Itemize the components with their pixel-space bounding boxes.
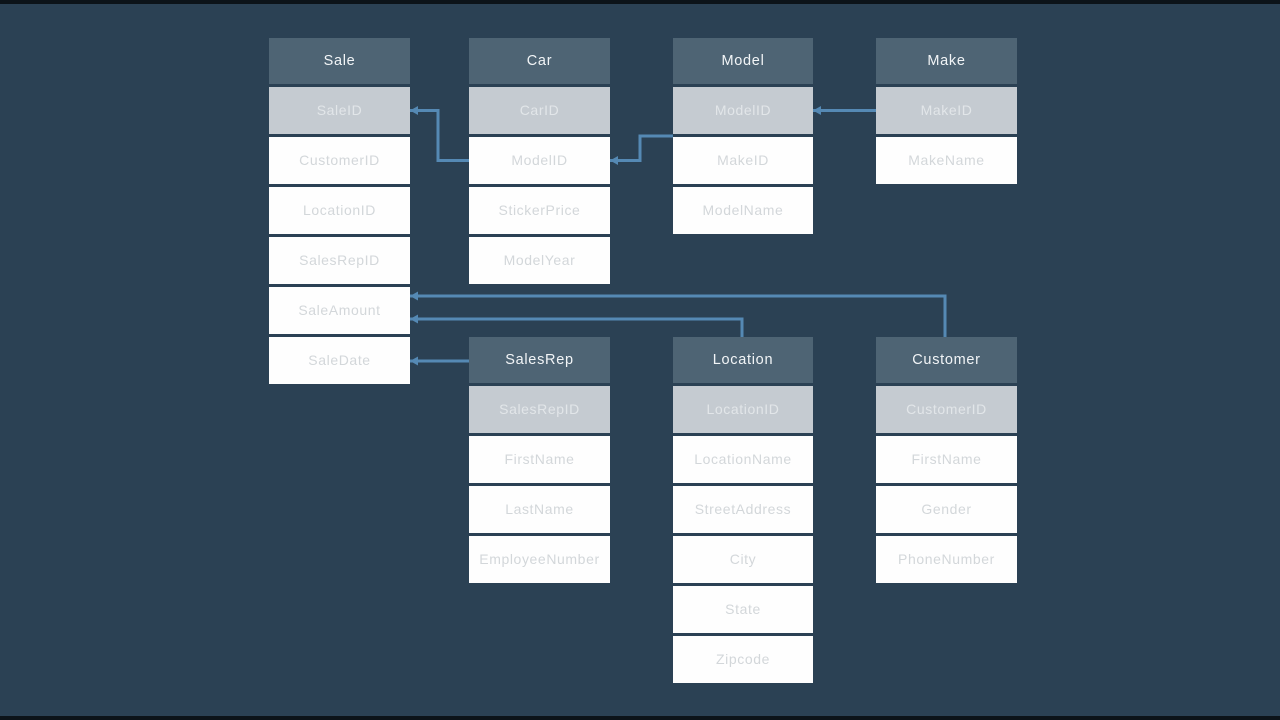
column-row-modelyear: ModelYear xyxy=(469,237,610,284)
column-row-locationname: LocationName xyxy=(673,436,813,483)
column-row-gender: Gender xyxy=(876,486,1017,533)
column-row-stickerprice: StickerPrice xyxy=(469,187,610,234)
table-title-make: Make xyxy=(876,38,1017,84)
pk-row-locationid: LocationID xyxy=(673,386,813,433)
arrowhead-icon xyxy=(410,314,418,324)
table-title-location: Location xyxy=(673,337,813,383)
column-row-zipcode: Zipcode xyxy=(673,636,813,683)
column-row-modelid: ModelID xyxy=(469,137,610,184)
arrowhead-icon xyxy=(410,356,418,366)
connector-car-modelid--model-modelid xyxy=(610,134,673,162)
table-title-customer: Customer xyxy=(876,337,1017,383)
table-title-sale: Sale xyxy=(269,38,410,84)
table-title-model: Model xyxy=(673,38,813,84)
column-row-phonenumber: PhoneNumber xyxy=(876,536,1017,583)
pk-row-modelid: ModelID xyxy=(673,87,813,134)
table-title-salesrep: SalesRep xyxy=(469,337,610,383)
column-row-customerid: CustomerID xyxy=(269,137,410,184)
column-row-firstname: FirstName xyxy=(469,436,610,483)
column-row-streetaddress: StreetAddress xyxy=(673,486,813,533)
column-row-locationid: LocationID xyxy=(269,187,410,234)
arrowhead-icon xyxy=(410,291,418,301)
arrowhead-icon xyxy=(410,106,418,115)
connector-sale-customerid--customer xyxy=(410,294,947,338)
column-row-city: City xyxy=(673,536,813,583)
pk-row-carid: CarID xyxy=(469,87,610,134)
pk-row-saleid: SaleID xyxy=(269,87,410,134)
column-row-saledate: SaleDate xyxy=(269,337,410,384)
connector-sale-locationid--location xyxy=(410,317,744,338)
column-row-makename: MakeName xyxy=(876,137,1017,184)
arrowhead-icon xyxy=(610,156,618,165)
arrowhead-icon xyxy=(813,106,821,115)
column-row-lastname: LastName xyxy=(469,486,610,533)
connector-sale-saleid--car-modelid xyxy=(410,109,469,162)
column-row-makeid: MakeID xyxy=(673,137,813,184)
column-row-state: State xyxy=(673,586,813,633)
pk-row-salesrepid: SalesRepID xyxy=(469,386,610,433)
letterbox-top-bar xyxy=(0,0,1280,4)
column-row-modelname: ModelName xyxy=(673,187,813,234)
column-row-saleamount: SaleAmount xyxy=(269,287,410,334)
pk-row-customerid: CustomerID xyxy=(876,386,1017,433)
column-row-employeenumber: EmployeeNumber xyxy=(469,536,610,583)
column-row-firstname: FirstName xyxy=(876,436,1017,483)
column-row-salesrepid: SalesRepID xyxy=(269,237,410,284)
letterbox-bottom-bar xyxy=(0,716,1280,720)
table-title-car: Car xyxy=(469,38,610,84)
pk-row-makeid: MakeID xyxy=(876,87,1017,134)
